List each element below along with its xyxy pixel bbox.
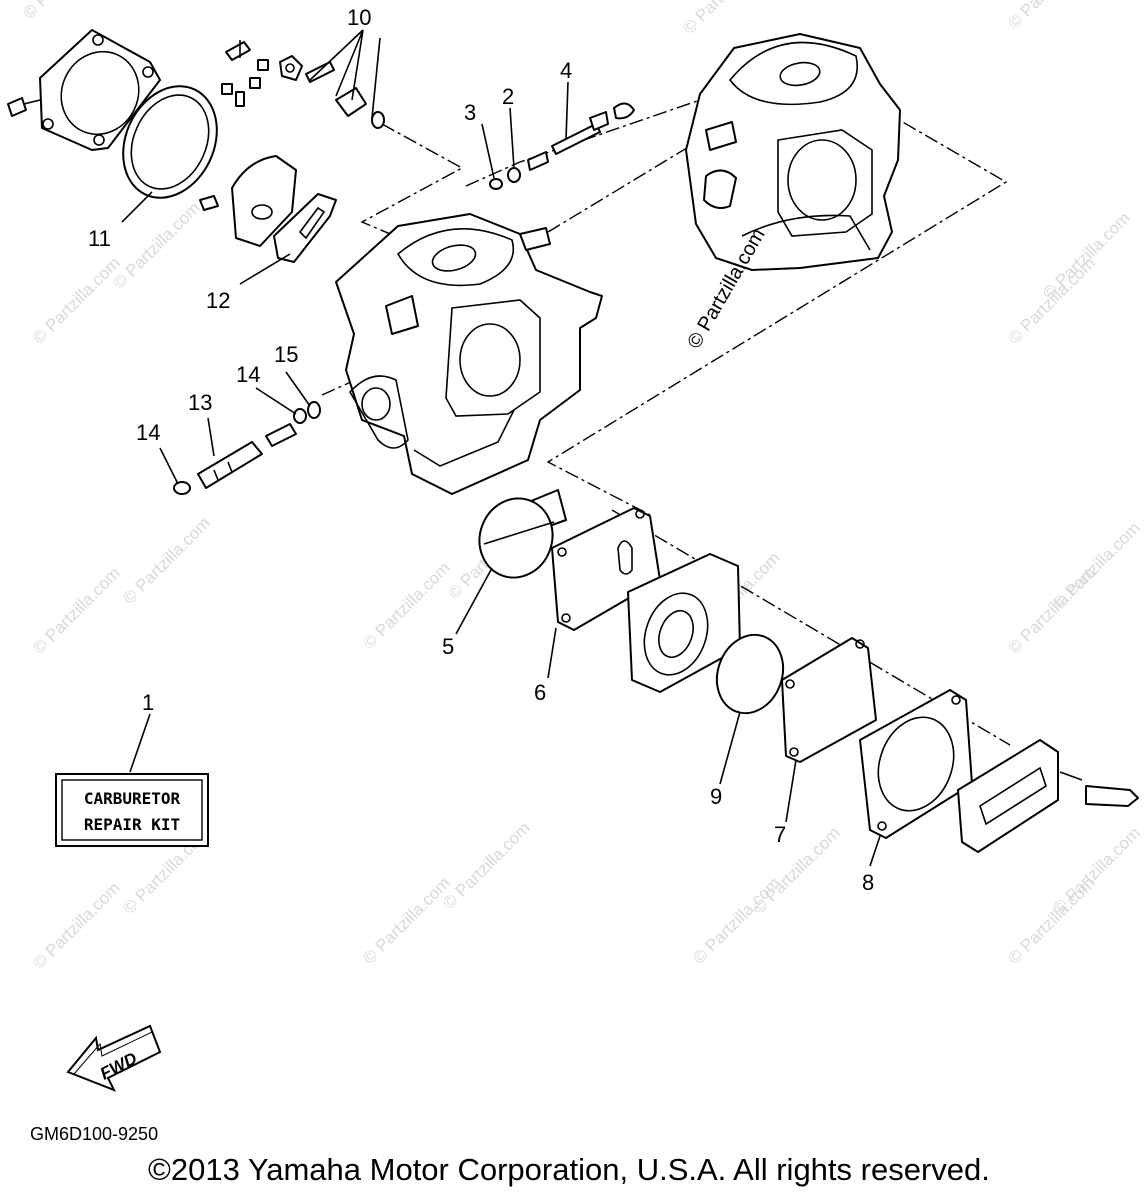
callout-2: 2 <box>502 84 514 109</box>
watermark: © Partzilla.com <box>749 823 843 917</box>
watermark: © Partzilla.com <box>1049 518 1143 612</box>
watermark: © Partzilla.com <box>19 0 113 23</box>
callout-9: 9 <box>710 784 722 809</box>
watermark: © Partzilla.com <box>29 253 123 347</box>
watermark: © Partzilla.com <box>359 558 453 652</box>
repair-kit-box: CARBURETOR REPAIR KIT <box>55 773 209 847</box>
pump-cover <box>957 739 1139 853</box>
callout-13: 13 <box>188 390 212 415</box>
small-screws <box>199 40 385 211</box>
leader-lines <box>121 29 881 867</box>
watermark: © Partzilla.com <box>29 563 123 657</box>
watermark: © Partzilla.com <box>1039 208 1133 302</box>
callout-6: 6 <box>534 680 546 705</box>
callout-labels: 10 3 2 4 11 12 15 14 13 14 5 6 9 7 8 1 <box>88 5 874 895</box>
watermark: © Partzilla.com <box>1049 823 1143 917</box>
pump-housing <box>627 553 741 693</box>
watermark: © Partzilla.com <box>29 878 123 972</box>
callout-14: 14 <box>136 420 160 445</box>
fwd-arrow-icon: FWD <box>66 1024 162 1092</box>
jet-assembly <box>173 401 321 495</box>
callout-1: 1 <box>142 690 154 715</box>
kit-label-line2: REPAIR KIT <box>84 815 180 834</box>
diaphragm-cover <box>7 29 161 151</box>
gasket-7 <box>781 637 877 763</box>
watermark: © Partzilla.com <box>439 818 533 912</box>
callout-14: 14 <box>236 362 260 387</box>
callout-5: 5 <box>442 634 454 659</box>
carburetor-rear <box>685 33 901 271</box>
needle-assembly <box>489 102 635 190</box>
pump-gasket <box>273 193 337 263</box>
callout-11: 11 <box>88 226 111 251</box>
diagram-code: GM6D100-9250 <box>30 1124 159 1144</box>
pump-body <box>231 155 297 247</box>
callout-15: 15 <box>274 342 298 367</box>
watermark: © Partzilla.com <box>359 873 453 967</box>
callout-10: 10 <box>347 5 371 30</box>
callout-12: 12 <box>206 288 230 313</box>
o-ring-9 <box>715 633 785 715</box>
callout-8: 8 <box>862 870 874 895</box>
watermark: © Partzilla.com <box>109 198 203 292</box>
callout-7: 7 <box>774 822 786 847</box>
gasket-8 <box>859 689 973 839</box>
diaphragm <box>122 85 218 199</box>
watermark: © Partzilla.com <box>679 0 773 38</box>
copyright-notice: ©2013 Yamaha Motor Corporation, U.S.A. A… <box>148 1152 990 1187</box>
carburetor-main <box>335 213 603 495</box>
kit-label-line1: CARBURETOR <box>84 789 181 808</box>
callout-3: 3 <box>464 100 476 125</box>
o-ring-5 <box>478 489 567 579</box>
callout-4: 4 <box>560 58 572 83</box>
watermark: © Partzilla.com <box>119 513 213 607</box>
watermark: © Partzilla.com <box>1004 0 1098 33</box>
